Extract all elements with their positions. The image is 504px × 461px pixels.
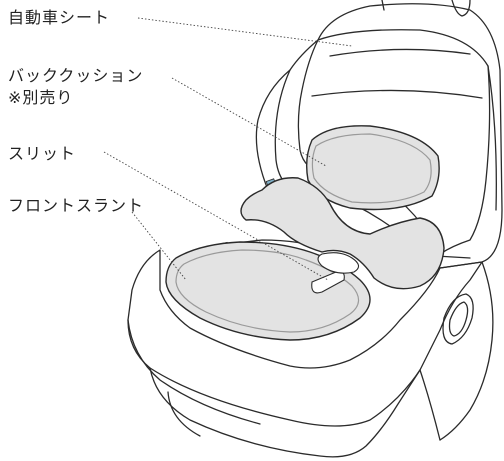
left-bolster-line bbox=[274, 69, 291, 185]
label-slit: スリット bbox=[8, 144, 77, 163]
front-slant-pad bbox=[165, 241, 371, 341]
front-slant-pad-stripe bbox=[175, 249, 360, 333]
backrest-panel bbox=[297, 29, 491, 255]
leader-lines bbox=[103, 17, 353, 281]
headrest-seam bbox=[329, 48, 471, 57]
seat-cushion bbox=[240, 177, 445, 290]
label-front-slant: フロントスラント bbox=[8, 196, 145, 215]
label-back-cushion-note: ※別売り bbox=[8, 88, 74, 107]
leader-line-back-cushion bbox=[171, 77, 327, 167]
seat-side-curve bbox=[167, 391, 201, 437]
seat-right-body bbox=[439, 261, 494, 441]
label-back-cushion: バッククッション bbox=[8, 66, 144, 85]
seat-side-panel bbox=[149, 367, 421, 458]
seat-cushion-hole bbox=[317, 252, 360, 274]
seat-front-edge bbox=[127, 319, 261, 425]
seat-lever bbox=[442, 293, 474, 345]
headrest-stalks bbox=[381, 0, 471, 17]
leader-line-car-seat bbox=[137, 17, 353, 47]
right-bolster-line bbox=[487, 65, 497, 211]
backrest-seam bbox=[311, 89, 483, 99]
car-seat-back bbox=[255, 3, 503, 269]
back-cushion-stripe bbox=[311, 133, 432, 204]
leader-line-front-slant bbox=[131, 211, 187, 281]
back-cushion bbox=[305, 125, 440, 211]
label-car-seat: 自動車シート bbox=[8, 8, 111, 27]
leader-line-slit bbox=[103, 151, 329, 281]
